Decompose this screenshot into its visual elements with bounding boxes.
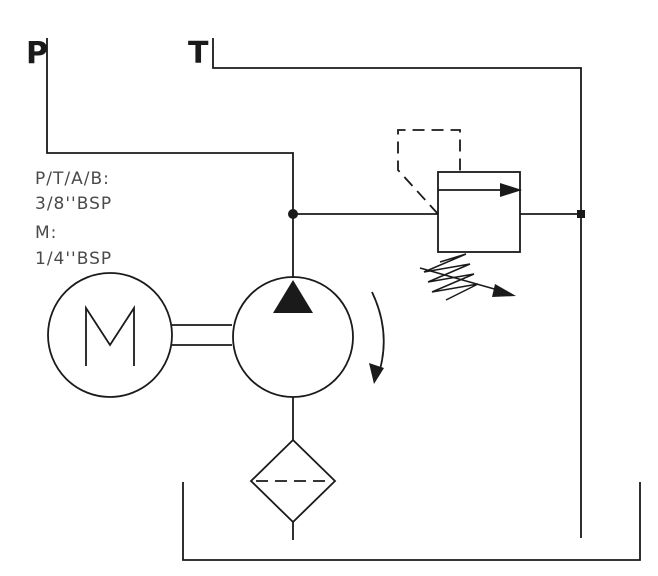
tank-junction-dot: [577, 210, 585, 218]
rotation-arrow-icon: [369, 363, 384, 384]
relief-valve-adjust-arrow-icon: [492, 284, 516, 297]
suction-filter: [249, 438, 337, 524]
relief-valve-body: [437, 171, 521, 253]
spec-gauge-label: M:: [35, 223, 57, 243]
motor-pump-coupling: [172, 324, 232, 346]
pump-direction-triangle-icon: [273, 280, 313, 313]
spec-ports-size: 3/8''BSP: [35, 194, 112, 214]
relief-valve-pilot-line: [397, 129, 461, 215]
pressure-port-label: P: [26, 36, 48, 71]
rotation-arc: [371, 291, 385, 377]
relief-valve-arrow-icon: [500, 183, 522, 197]
spec-gauge-size: 1/4''BSP: [35, 249, 112, 269]
tank-port-label: T: [188, 36, 209, 71]
relief-valve: [397, 129, 522, 301]
electric-motor: [47, 272, 173, 398]
relief-valve-adjust-line: [419, 267, 506, 293]
relief-valve-spring-icon: [423, 253, 479, 301]
spec-ports-label: P/T/A/B:: [35, 169, 110, 189]
pressure-line: [46, 38, 294, 214]
hydraulic-pump: [232, 276, 354, 398]
motor-m-symbol-icon: [85, 304, 135, 366]
reservoir-tank: [182, 482, 641, 561]
motor-circle: [47, 272, 173, 398]
tank-line: [212, 38, 582, 538]
